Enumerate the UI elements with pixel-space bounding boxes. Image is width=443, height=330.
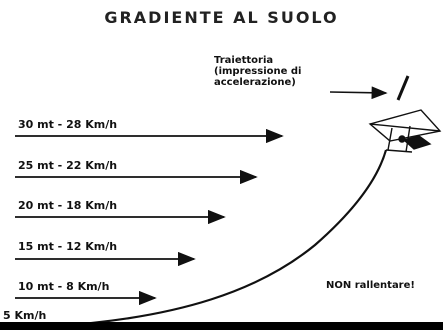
trajectory-tick xyxy=(396,75,410,101)
row-label-10: 10 mt - 8 Km/h xyxy=(18,280,110,293)
row-label-5: 5 Km/h xyxy=(3,309,47,322)
hang-glider-icon xyxy=(368,109,442,153)
diagram-title: GRADIENTE AL SUOLO xyxy=(104,8,339,27)
row-label-15: 15 mt - 12 Km/h xyxy=(18,240,118,253)
trajectory-note-line1: Traiettoria xyxy=(214,55,274,66)
warning-text: NON rallentare! xyxy=(326,280,415,291)
trajectory-note-line2: (impressione di xyxy=(214,66,302,77)
trajectory-note: Traiettoria (impressione di accelerazion… xyxy=(214,55,301,88)
trajectory-note-line3: accelerazione) xyxy=(214,77,296,88)
ground-line xyxy=(0,322,443,330)
row-label-20: 20 mt - 18 Km/h xyxy=(18,199,118,212)
annotation-arrow xyxy=(329,86,388,100)
row-label-30: 30 mt - 28 Km/h xyxy=(18,118,118,131)
trajectory-curve xyxy=(54,149,388,328)
row-label-25: 25 mt - 22 Km/h xyxy=(18,159,118,172)
